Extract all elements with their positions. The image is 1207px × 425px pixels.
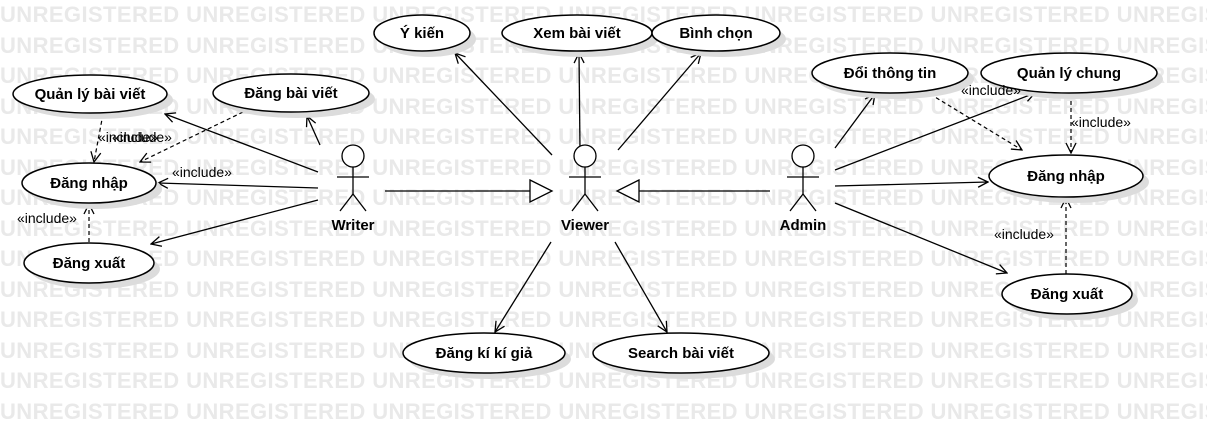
actor-right-leg	[584, 193, 599, 212]
use-case-dang-xuat-w[interactable]: Đăng xuất	[23, 242, 160, 289]
include-quan_ly_bai_viet-dang_nhap_w	[94, 113, 104, 162]
use-case-ellipse	[23, 242, 155, 284]
use-case-binh-chon[interactable]: Bình chọn	[651, 14, 786, 57]
use-case-dang-bai-viet[interactable]: Đăng bài viết	[212, 73, 375, 118]
use-case-label: Xem bài viết	[533, 25, 621, 42]
association-viewer-search_bai_viet	[614, 241, 667, 332]
association-viewer-binh_chon	[617, 53, 701, 151]
include-doi_thong_tin-dang_nhap_a	[929, 93, 1022, 150]
use-case-label: Đăng nhập	[1027, 168, 1105, 185]
use-case-label: Quản lý bài viết	[35, 86, 146, 103]
use-case-doi-thong-tin[interactable]: Đổi thông tin	[811, 52, 974, 99]
include-dang_bai_viet-dang_nhap_w	[140, 111, 244, 162]
association-admin-quan_ly_chung	[834, 93, 1035, 171]
use-case-dang-nhap-w[interactable]: Đăng nhập	[21, 162, 162, 209]
generalization-arrowhead	[615, 178, 640, 204]
actor-writer[interactable]: Writer	[331, 144, 375, 234]
association-writer-quan_ly_bai_viet	[165, 114, 319, 173]
use-case-ellipse	[1001, 273, 1133, 315]
include-stereotype-label: «include»	[1071, 114, 1131, 130]
include-stereotype-label: «include»	[172, 164, 232, 180]
use-case-label: Đăng bài viết	[244, 85, 337, 102]
use-case-dang-xuat-a[interactable]: Đăng xuất	[1001, 273, 1138, 320]
actor-admin[interactable]: Admin	[780, 144, 827, 234]
use-case-ellipse	[651, 14, 781, 52]
use-case-dang-nhap-a[interactable]: Đăng nhập	[988, 154, 1149, 203]
actor-head-icon	[573, 144, 597, 168]
use-case-ellipse	[592, 332, 770, 374]
use-case-quan-ly-bai-viet[interactable]: Quản lý bài viết	[12, 74, 173, 119]
actor-label: Admin	[780, 217, 827, 234]
connectors	[89, 53, 1071, 332]
use-case-ellipse	[980, 52, 1158, 94]
association-admin-dang_nhap_a	[834, 182, 988, 186]
use-case-label: Search bài viết	[628, 345, 734, 362]
association-admin-dang_xuat_a	[834, 202, 1007, 273]
association-viewer-xem_bai_viet	[579, 53, 580, 151]
use-case-label: Đăng nhập	[50, 175, 128, 192]
use-case-ellipse	[21, 162, 157, 204]
include-stereotype-label: «include»	[17, 210, 77, 226]
association-viewer-dang_ki_ki_gia	[495, 241, 552, 332]
use-case-label: Đăng xuất	[1031, 286, 1104, 303]
association-writer-dang_xuat_w	[151, 199, 319, 244]
use-case-xem-bai-viet[interactable]: Xem bài viết	[501, 14, 658, 57]
include-stereotype-label: «include»	[961, 82, 1021, 98]
actor-head-icon	[791, 144, 815, 168]
use-case-label: Bình chọn	[679, 25, 752, 42]
use-case-ellipse	[12, 74, 168, 114]
use-case-dang-ki-ki-gia[interactable]: Đăng kí kí giả	[402, 332, 571, 379]
include-stereotype-label: «include»	[994, 226, 1054, 242]
include-stereotype-label: «include»	[98, 129, 158, 145]
use-case-label: Đổi thông tin	[844, 65, 936, 82]
association-admin-doi_thong_tin	[834, 94, 875, 149]
use-case-ellipse	[811, 52, 969, 94]
use-case-quan-ly-chung[interactable]: Quản lý chung	[980, 52, 1163, 99]
use-case-ellipse	[212, 73, 370, 113]
use-case-search-bai-viet[interactable]: Search bài viết	[592, 332, 775, 379]
use-case-ellipse	[373, 14, 471, 52]
association-writer-dang_bai_viet	[307, 116, 321, 146]
include-stereotype-label: «include»	[112, 129, 172, 145]
association-writer-dang_nhap_w	[158, 183, 319, 188]
actor-label: Writer	[331, 217, 374, 234]
use-case-label: Quản lý chung	[1017, 65, 1121, 82]
actor-head-icon	[341, 144, 365, 168]
actor-left-leg	[571, 193, 586, 212]
actor-right-leg	[352, 193, 367, 212]
actor-label: Viewer	[561, 217, 609, 234]
labels: «include»«include»«include»«include»«inc…	[17, 82, 1131, 242]
use-case-label: Đăng xuất	[53, 255, 126, 272]
generalization-arrowhead	[529, 178, 554, 204]
actor-right-leg	[802, 193, 817, 212]
association-viewer-y_kien	[455, 53, 553, 156]
use-case-label: Ý kiến	[400, 24, 444, 42]
use-case-ellipse	[402, 332, 566, 374]
use-case-ellipse	[988, 154, 1144, 198]
use-case-y-kien[interactable]: Ý kiến	[373, 14, 476, 57]
use-case-label: Đăng kí kí giả	[436, 345, 533, 362]
actor-viewer[interactable]: Viewer	[561, 144, 609, 234]
actor-left-leg	[789, 193, 804, 212]
actor-left-leg	[339, 193, 354, 212]
